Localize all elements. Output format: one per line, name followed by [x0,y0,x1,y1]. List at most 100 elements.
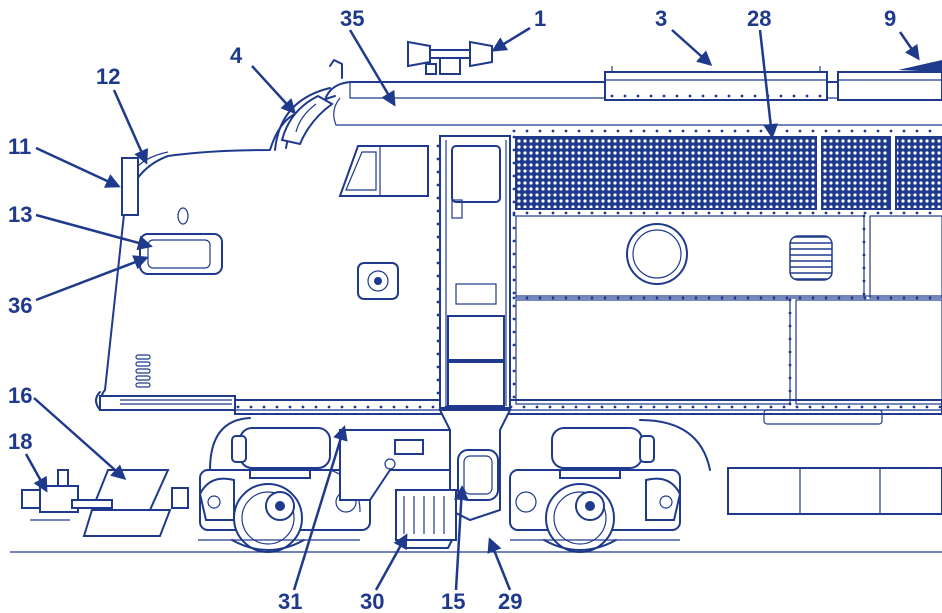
rivet [759,211,763,215]
rivet [288,405,292,409]
rivet [746,129,750,133]
cab-door [439,135,511,409]
rivet [798,211,802,215]
rivet [629,211,633,215]
rivet [616,129,620,133]
rivet [431,405,435,409]
rivet [301,405,305,409]
rivet [616,296,620,300]
rivet [649,94,653,98]
rivet [727,94,731,98]
nose-louvers [99,354,236,411]
rivet [405,405,409,409]
rivet [522,405,526,409]
rivet [512,330,516,334]
rivet [720,211,724,215]
rivet [772,296,776,300]
rivet [587,405,591,409]
rivet [525,296,529,300]
rivet [862,279,866,283]
rivet [707,296,711,300]
rivet [746,296,750,300]
rivet [535,405,539,409]
rivet [626,405,630,409]
rivet [512,278,516,282]
rivet [862,253,866,257]
rivet [837,211,841,215]
rivet [436,391,440,395]
side-panels [515,215,942,425]
rivet [436,196,440,200]
rivet [662,94,666,98]
pilot-coupler [21,469,172,537]
rivet [512,148,516,152]
rivet [436,183,440,187]
rivet [551,296,555,300]
rivet [642,211,646,215]
rivet [863,296,867,300]
rivet [788,298,792,302]
rivet [717,405,721,409]
rivet [730,405,734,409]
air-horn [407,40,493,75]
rivet [788,324,792,328]
callout-label: 12 [96,64,120,89]
rivet [590,211,594,215]
rivet [590,296,594,300]
rivet [512,369,516,373]
rivet [701,94,705,98]
rivet [512,265,516,269]
rivet [694,296,698,300]
body-rivets [236,94,942,409]
rivet [769,405,773,409]
rivet [847,405,851,409]
callout-label: 30 [360,589,384,613]
rivet [902,211,906,215]
rivet [629,129,633,133]
callout-label: 35 [340,6,364,31]
rivet [610,94,614,98]
callout-label: 1 [534,6,546,31]
rivet [392,405,396,409]
rivet [756,405,760,409]
rivet [785,211,789,215]
rivet [366,405,370,409]
center-frame [339,409,512,549]
rivet [639,405,643,409]
rivet [733,129,737,133]
rivet [889,129,893,133]
rivet [873,405,877,409]
rivet [779,94,783,98]
rivet [655,296,659,300]
rivet [902,129,906,133]
rivet [740,94,744,98]
rivet [720,296,724,300]
rivet [668,211,672,215]
rivet [834,405,838,409]
rivet [642,296,646,300]
callout-label: 4 [230,43,243,68]
callout-label: 16 [8,383,32,408]
rivet [788,311,792,315]
rivet [436,144,440,148]
rivet [805,94,809,98]
rivet [327,405,331,409]
rivet [538,296,542,300]
rivet [876,211,880,215]
rivet [681,296,685,300]
rivet [915,211,919,215]
rivet [746,211,750,215]
rivet [675,94,679,98]
rivet [743,405,747,409]
rivet [788,389,792,393]
rivet [512,296,516,300]
rivet [470,405,474,409]
rivet [340,405,344,409]
rivet [623,94,627,98]
rivet [678,405,682,409]
rivet [928,211,932,215]
rivet [788,350,792,354]
rivet [889,296,893,300]
rear-skirt-curve [639,419,711,471]
rivet [577,296,581,300]
